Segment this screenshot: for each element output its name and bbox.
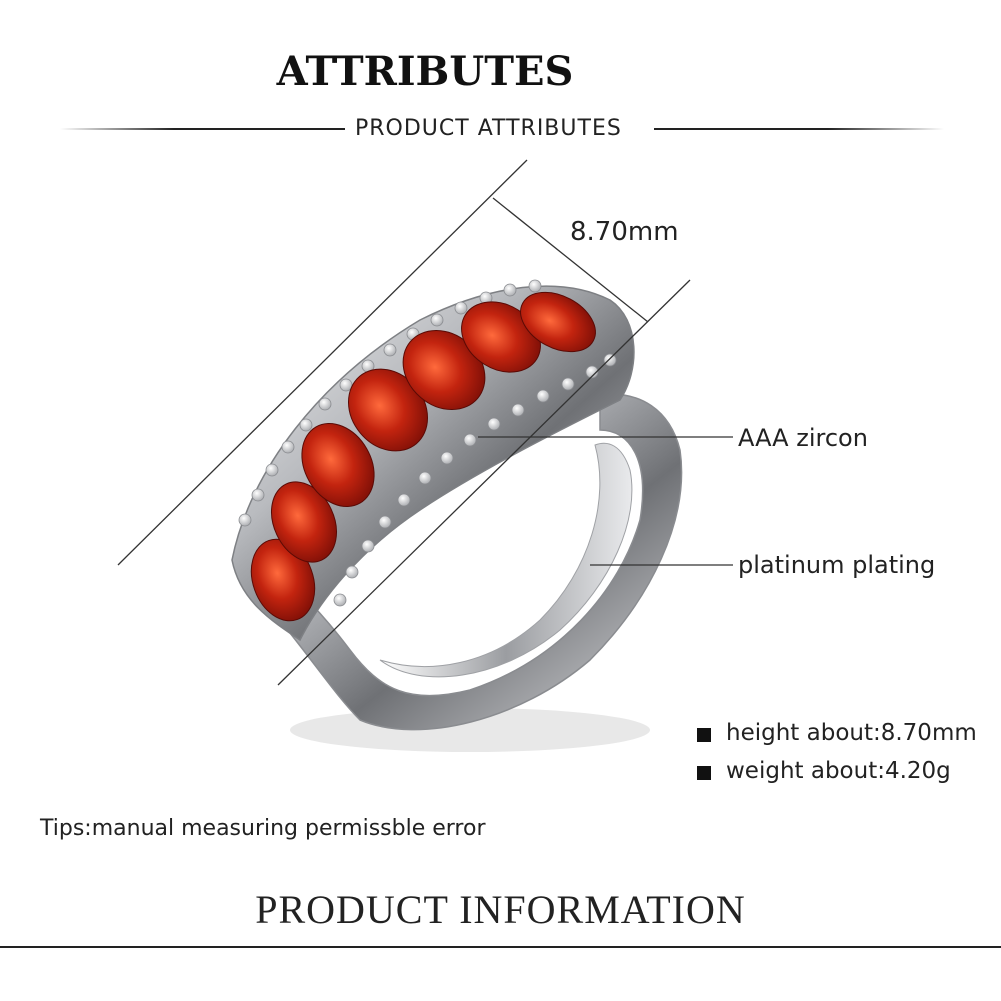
subtitle-divider-left [60,128,345,130]
dimension-lines [117,159,691,686]
footer-title: PRODUCT INFORMATION [255,887,746,932]
spec-bullet-icon [697,728,711,742]
garnet-stones [250,291,596,622]
spec-weight: weight about:4.20g [726,758,951,784]
plating-label: platinum plating [738,551,936,579]
subtitle-divider-right [654,128,944,130]
spec-height: height about:8.70mm [726,720,977,746]
zircon-stones [238,279,617,607]
ring-inner [379,442,633,678]
footer-divider [0,946,1001,948]
spec-bullet-icon [697,766,711,780]
page-title: ATTRIBUTES [276,48,574,95]
ring-setting [231,285,635,642]
section-subtitle: PRODUCT ATTRIBUTES [355,116,622,141]
width-measure-label: 8.70mm [570,217,679,247]
tips-note: Tips:manual measuring permissble error [40,816,486,841]
zircon-label: AAA zircon [738,424,868,452]
